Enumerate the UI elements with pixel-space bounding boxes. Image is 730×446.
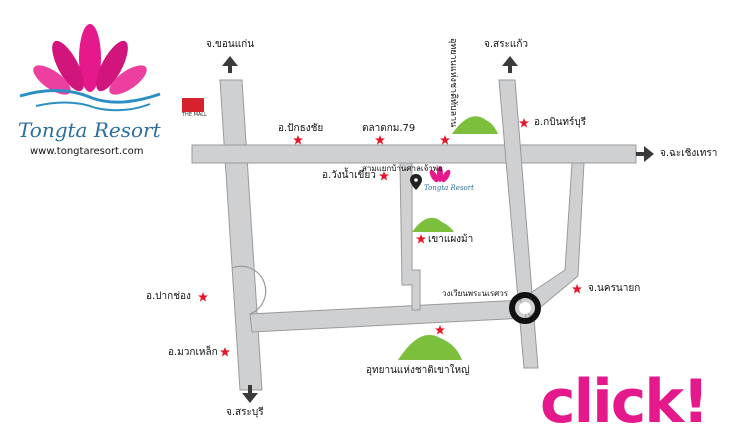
star-khao-phaeng-ma: [416, 234, 426, 244]
label-thap-lan-park: อุทยานแห่งชาติทับลาน: [448, 38, 458, 128]
label-khao-yai-park: อุทยานแห่งชาติเขาใหญ่: [366, 365, 470, 376]
road-west-vertical: [219, 79, 263, 391]
mall-icon: THE MALL: [182, 98, 207, 120]
road-east-vertical: [498, 79, 539, 369]
arrow-north-sa-kaeo: [502, 56, 518, 73]
brand-name: Tongta Resort: [18, 118, 161, 142]
star-pak-thong-chai: [293, 135, 303, 145]
arrow-icon: [222, 56, 654, 403]
star-thap-lan: [440, 135, 450, 145]
arrow-south-saraburi: [242, 385, 258, 403]
road-nakhon-nayok: [519, 162, 585, 317]
lotus-icon: [19, 24, 161, 112]
label-khon-kaen: จ.ขอนแก่น: [206, 39, 255, 50]
website-link[interactable]: www.tongtaresort.com: [30, 146, 144, 157]
label-chachoengsao: จ.ฉะเชิงเทรา: [660, 148, 718, 159]
star-kabin-buri: [519, 118, 529, 128]
hill-khao-yai: [398, 334, 462, 360]
roundabout-icon: [509, 292, 541, 324]
road-resort-access: [399, 162, 421, 311]
star-khao-yai: [435, 325, 445, 335]
road-lower-horizontal: [249, 299, 527, 333]
label-kabin-buri: อ.กบินทร์บุรี: [534, 117, 587, 128]
label-nakhon-nayok: จ.นครนายก: [588, 283, 641, 294]
label-muak-lek: อ.มวกเหล็ก: [168, 347, 218, 358]
star-muak-lek: [220, 347, 230, 357]
label-pak-thong-chai: อ.ปักธงชัย: [278, 123, 324, 134]
star-icon: [198, 118, 582, 357]
label-saraburi: จ.สระบุรี: [226, 407, 264, 418]
pin-icon: [410, 174, 422, 190]
star-pak-chong: [198, 292, 208, 302]
click-button[interactable]: click!: [540, 367, 710, 437]
arrow-north-khon-kaen: [222, 56, 238, 73]
hill-icon: [398, 116, 498, 360]
label-talat-km79: ตลาดกม.79: [362, 123, 416, 134]
label-khao-phaeng-ma: เขาแผงม้า: [428, 234, 474, 245]
hill-khao-phaeng-ma: [412, 217, 454, 232]
resort-lotus-icon: [429, 166, 451, 183]
road-main-horizontal: [191, 144, 637, 164]
resort-marker-label: Tongta Resort: [424, 184, 474, 192]
star-nakhon-nayok: [572, 284, 582, 294]
arrow-east-chachoengsao: [636, 146, 654, 162]
hill-thap-lan: [452, 116, 498, 134]
label-naresuan-circle: วงเวียนพระนเรศวร: [442, 289, 509, 298]
label-pak-chong: อ.ปากช่อง: [146, 291, 191, 302]
star-talat-km79: [375, 135, 385, 145]
label-wang-nam-khiao: อ.วังน้ำเขียว: [322, 170, 376, 181]
label-san-chao-pho: สามแยกบ้านศาลเจ้าพ่อ: [362, 164, 443, 173]
label-sa-kaeo: จ.สระแก้ว: [484, 39, 528, 50]
road-loop-curve: [231, 265, 267, 315]
mall-label: THE MALL: [182, 112, 207, 118]
star-wang-nam-khiao: [379, 171, 389, 181]
